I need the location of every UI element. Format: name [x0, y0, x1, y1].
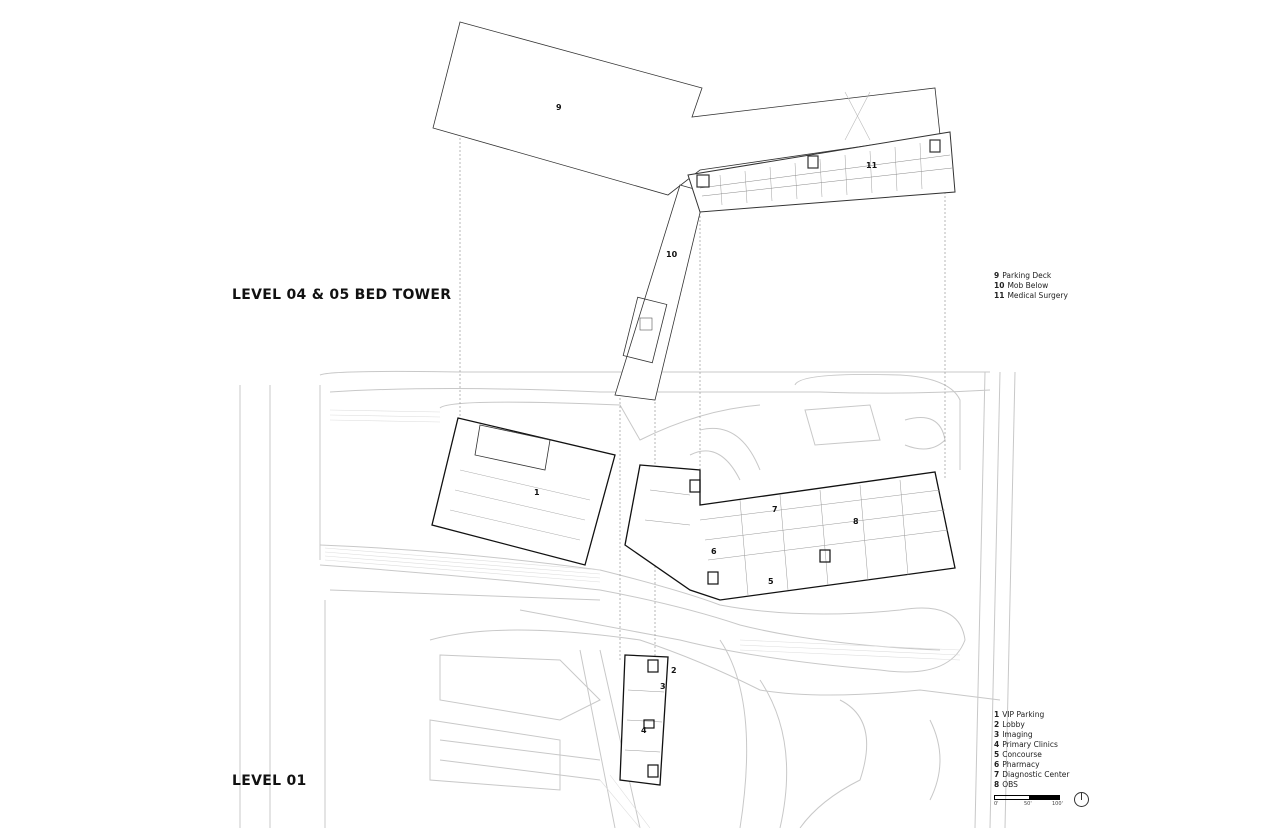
label-3: 3: [660, 682, 666, 691]
scale-label: 50': [1024, 801, 1032, 807]
label-4: 4: [641, 726, 647, 735]
lower-level-title: LEVEL 01: [232, 773, 307, 789]
site-roads: [239, 370, 1016, 828]
ramp-marks: [844, 91, 871, 141]
projection-lines: [459, 130, 946, 660]
label-10: 10: [666, 250, 678, 259]
mob-core-inner: [639, 317, 653, 331]
label-1: 1: [534, 488, 540, 497]
label-8: 8: [853, 517, 859, 526]
mob-outline: [614, 184, 706, 401]
clinic-building: [619, 654, 669, 786]
label-9: 9: [556, 103, 562, 112]
scale-bar-graphic: [994, 795, 1060, 800]
north-arrow-icon: [1074, 792, 1089, 807]
scale-label: 100': [1052, 801, 1063, 807]
mob-core: [622, 296, 668, 364]
upper-level-title: LEVEL 04 & 05 BED TOWER: [232, 287, 452, 303]
main-building: [624, 464, 956, 601]
label-6: 6: [711, 547, 717, 556]
label-11: 11: [866, 161, 878, 170]
scale-label: 0': [994, 801, 999, 807]
road-hatching: [324, 409, 961, 828]
vip-parking-building: [431, 417, 616, 566]
label-5: 5: [768, 577, 774, 586]
label-7: 7: [772, 505, 778, 514]
label-2: 2: [671, 666, 677, 675]
bed-tower-11: [687, 131, 956, 213]
scale-bar: 0' 50' 100': [994, 795, 1064, 808]
